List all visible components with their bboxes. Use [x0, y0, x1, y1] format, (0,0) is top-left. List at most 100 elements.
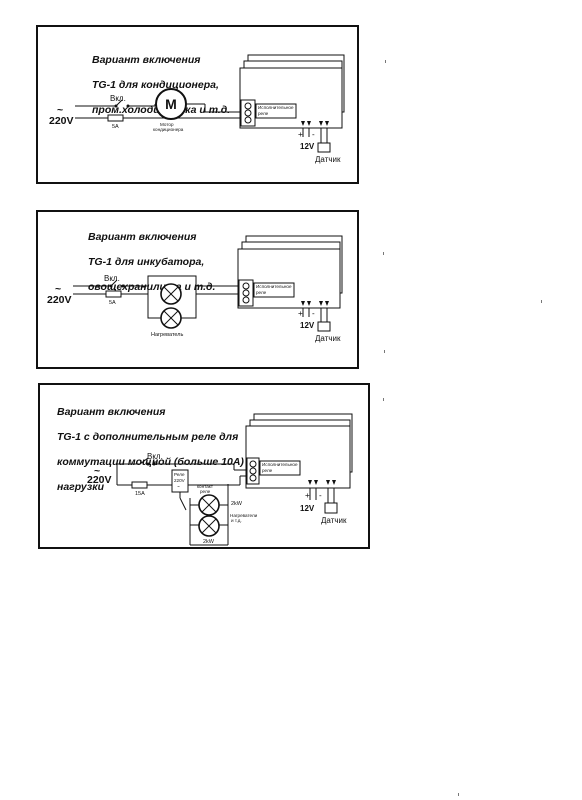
supply-label: 12V: [300, 142, 315, 151]
pin-arrow: [314, 480, 318, 485]
terminal-screw: [244, 102, 252, 110]
voltage-label: 220V: [49, 115, 74, 127]
terminal-screw: [249, 467, 257, 475]
terminal-screw: [242, 296, 250, 304]
switch-contact: [152, 462, 156, 466]
controller-box: [245, 425, 351, 489]
pin-arrow: [319, 301, 323, 306]
sensor-label: Датчик: [315, 155, 341, 164]
switch-label: Вкл.: [110, 94, 126, 103]
relay-label-box: [253, 282, 295, 298]
relay-label: реле: [262, 468, 273, 473]
ac-symbol: ~: [57, 104, 63, 116]
contact-label: контакт: [197, 484, 214, 489]
external-relay-box: [171, 469, 189, 493]
external-relay-label: Реле: [174, 472, 185, 477]
title-line: Вариант включения: [92, 53, 201, 66]
terminal-screw: [244, 109, 252, 117]
title-line: TG-1 для инкубатора,: [88, 255, 205, 268]
scan-speck: [458, 793, 459, 796]
pin-arrow: [325, 301, 329, 306]
title-line: Вариант включения: [88, 230, 197, 243]
contact-label: реле: [200, 489, 211, 494]
supply-label: 12V: [300, 504, 315, 513]
ac-symbol: ~: [94, 465, 100, 477]
switch-label: Вкл.: [147, 452, 163, 461]
heaters-label: и т.д.: [231, 518, 242, 523]
scan-speck: [384, 350, 385, 353]
supply-label: 12V: [300, 321, 315, 330]
title-line: нагрузки: [57, 480, 104, 493]
terminal-screw: [249, 474, 257, 482]
load-label: Нагреватель: [151, 332, 183, 338]
relay-label: реле: [256, 290, 267, 295]
relay-label-box: [259, 460, 301, 476]
minus-label: -: [312, 309, 315, 318]
switch-contact: [109, 284, 113, 288]
switch-contact: [126, 104, 130, 108]
terminal-screw: [242, 289, 250, 297]
heater-lamp: [198, 515, 220, 537]
relay-label-box: [255, 103, 297, 119]
relay-label: Исполнительное: [262, 462, 298, 467]
fuse-label: 5A: [109, 300, 116, 306]
pin-arrow: [319, 121, 323, 126]
pin-arrow: [301, 121, 305, 126]
sensor-label: Датчик: [321, 516, 347, 525]
power-label: 2kW: [231, 501, 243, 507]
pin-arrow: [332, 480, 336, 485]
pin-arrow: [308, 480, 312, 485]
fuse-label: 5A: [112, 124, 119, 130]
sensor-box: [317, 321, 331, 332]
heaters-label: Нагреватели: [230, 513, 258, 518]
fuse-label: 15A: [135, 491, 145, 497]
ac-symbol: ~: [55, 283, 61, 295]
switch-contact: [114, 104, 118, 108]
sensor-box: [317, 142, 331, 153]
title-line: TG-1 с дополнительным реле для: [57, 430, 239, 443]
external-relay-label: 220V: [174, 478, 186, 483]
load-label: Мотор: [160, 122, 174, 127]
load-label: кондиционера: [153, 127, 184, 132]
pin-arrow: [325, 121, 329, 126]
terminal-screw: [242, 282, 250, 290]
relay-label: Исполнительное: [256, 284, 292, 289]
switch-contact: [146, 462, 150, 466]
plus-label: +: [298, 309, 303, 318]
minus-label: -: [312, 130, 315, 139]
minus-label: -: [319, 491, 322, 500]
pin-arrow: [307, 301, 311, 306]
voltage-label: 220V: [47, 294, 72, 306]
terminal-screw: [249, 460, 257, 468]
pin-arrow: [301, 301, 305, 306]
sensor-box: [324, 502, 338, 514]
pin-arrow: [326, 480, 330, 485]
title-line: TG-1 для кондиционера,: [92, 78, 219, 91]
scan-speck: [383, 252, 384, 255]
scan-speck: [385, 60, 386, 63]
sensor-label: Датчик: [315, 334, 341, 343]
plus-label: +: [298, 130, 303, 139]
switch-label: Вкл.: [104, 274, 120, 283]
pin-arrow: [307, 121, 311, 126]
heater-lamp: [160, 307, 182, 329]
scan-speck: [541, 300, 542, 303]
heater-lamp: [160, 283, 182, 305]
switch-contact: [121, 284, 125, 288]
terminal-screw: [244, 116, 252, 124]
voltage-label: 220V: [87, 474, 112, 486]
motor-letter: M: [165, 96, 177, 112]
motor-symbol: [155, 88, 187, 120]
heater-lamp: [198, 494, 220, 516]
relay-label: реле: [258, 111, 269, 116]
relay-label: Исполнительное: [258, 105, 294, 110]
power-label: 2kW: [203, 539, 215, 545]
scan-speck: [383, 398, 384, 401]
plus-label: +: [305, 491, 310, 500]
external-relay-label: ~: [177, 484, 180, 489]
controller-box: [237, 248, 341, 309]
title-line: Вариант включения: [57, 405, 166, 418]
